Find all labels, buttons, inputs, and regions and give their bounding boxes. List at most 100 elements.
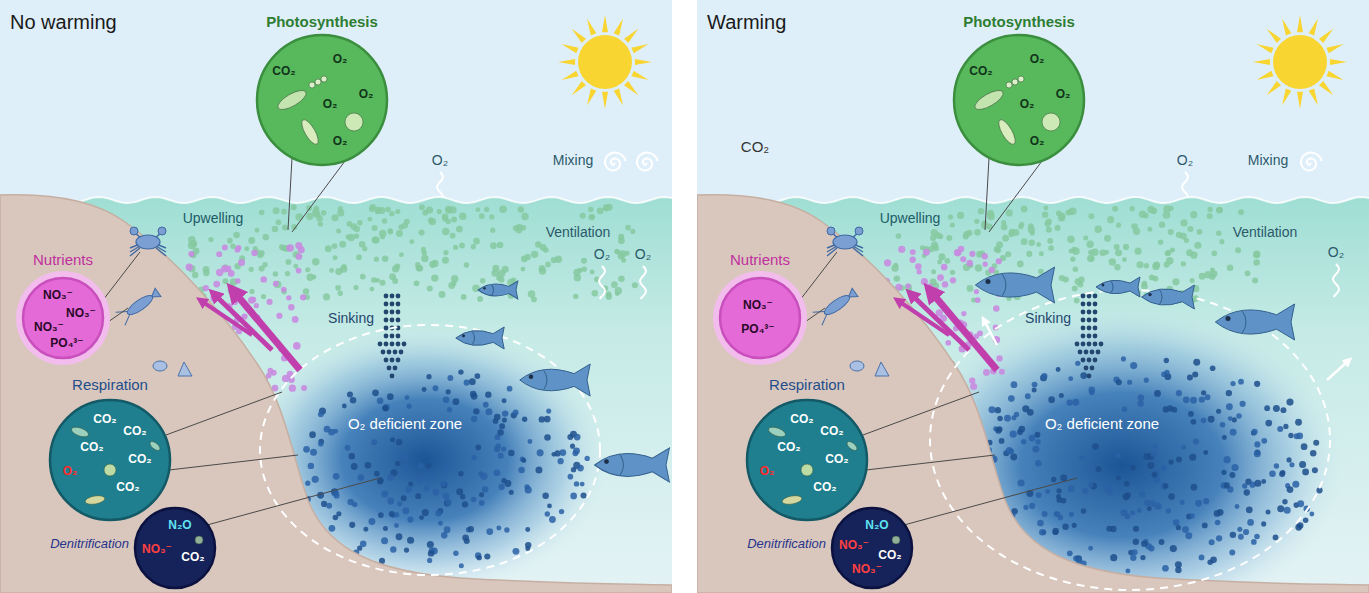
nutrient-dot xyxy=(982,253,988,259)
circle-heading: Photosynthesis xyxy=(266,13,378,30)
organic-matter-dot xyxy=(464,538,470,544)
organic-matter-dot xyxy=(525,486,532,493)
organic-matter-dot xyxy=(378,512,384,518)
phytoplankton-dot xyxy=(551,257,557,263)
phytoplankton-dot xyxy=(1046,227,1052,233)
wave-line xyxy=(697,197,1369,203)
nutrient-dot xyxy=(235,278,240,283)
organic-matter-dot xyxy=(513,410,519,416)
chemical-formula: NO₃⁻ xyxy=(43,289,73,303)
crab-claw xyxy=(827,227,835,235)
organic-matter-dot xyxy=(1229,472,1235,478)
sinking-particle xyxy=(1081,342,1086,347)
plankton-cell xyxy=(321,76,327,82)
phytoplankton-dot xyxy=(618,234,624,240)
fish-eye xyxy=(462,334,465,337)
sinking-particle xyxy=(1090,350,1095,355)
fish-eye xyxy=(483,287,486,290)
phytoplankton-dot xyxy=(524,254,530,260)
organic-matter-dot xyxy=(1164,358,1169,363)
chemical-formula: CO₂ xyxy=(123,425,146,439)
phytoplankton-dot xyxy=(1235,247,1241,253)
organic-matter-dot xyxy=(537,449,544,456)
organic-matter-dot xyxy=(446,389,451,394)
chemical-formula: N₂O xyxy=(865,519,888,533)
phytoplankton-dot xyxy=(1109,258,1116,265)
organic-matter-dot xyxy=(312,476,319,483)
organic-matter-dot xyxy=(1075,361,1080,366)
phytoplankton-dot xyxy=(394,264,400,270)
organic-matter-dot xyxy=(1041,373,1047,379)
phytoplankton-dot xyxy=(1073,266,1079,272)
crab xyxy=(130,227,166,256)
phytoplankton-dot xyxy=(1149,275,1155,281)
fish-gill xyxy=(620,455,623,475)
sinking-particle xyxy=(1078,350,1083,355)
sinking-particle xyxy=(390,310,395,315)
sinking-particle xyxy=(396,302,401,307)
organic-matter-dot xyxy=(1254,381,1260,387)
leader-line xyxy=(904,478,1077,525)
phytoplankton-dot xyxy=(896,233,902,239)
phytoplankton-dot xyxy=(948,215,953,220)
organic-matter-dot xyxy=(1082,488,1088,494)
phytoplankton-dot xyxy=(313,206,319,212)
leader-line xyxy=(863,392,979,435)
fish xyxy=(1142,285,1195,309)
organic-matter-dot xyxy=(1199,554,1205,560)
phytoplankton-dot xyxy=(305,267,310,272)
fish-body xyxy=(456,327,504,349)
sinking-particle xyxy=(1096,350,1101,355)
organic-matter-dot xyxy=(546,409,551,414)
sun xyxy=(558,15,652,109)
sinking-particle xyxy=(399,350,404,355)
organic-matter-dot xyxy=(1169,460,1174,465)
organic-matter-dot xyxy=(1215,520,1221,526)
shell xyxy=(875,362,889,376)
nutrient-dot xyxy=(292,316,299,323)
oxygen-squiggle xyxy=(1333,264,1339,297)
organic-matter-dot xyxy=(387,474,394,481)
nutrient-dot xyxy=(301,385,307,391)
phytoplankton-dot xyxy=(464,262,470,268)
phytoplankton-dot xyxy=(442,257,449,264)
sun-ray xyxy=(602,15,608,32)
organic-matter-dot xyxy=(485,408,492,415)
organic-matter-dot xyxy=(1172,407,1178,413)
phytoplankton-dot xyxy=(1072,286,1078,292)
organic-matter-dot xyxy=(1110,554,1117,561)
phytoplankton-dot xyxy=(581,258,587,264)
organic-matter-dot xyxy=(1121,356,1126,361)
organic-matter-dot xyxy=(502,417,507,422)
phytoplankton-dot xyxy=(528,290,536,298)
organic-matter-dot xyxy=(1069,512,1074,517)
circle-group xyxy=(832,508,912,588)
organic-matter-dot xyxy=(401,495,407,501)
organic-matter-dot xyxy=(1191,484,1198,491)
nutrient-dot xyxy=(286,295,291,300)
nutrient-dot xyxy=(286,244,294,252)
phytoplankton-dot xyxy=(1028,239,1034,245)
fish-body xyxy=(1096,277,1140,297)
phytoplankton-dot xyxy=(233,232,240,239)
sun-ray xyxy=(1253,59,1270,65)
phytoplankton-dot xyxy=(588,207,594,213)
organic-matter-dot xyxy=(521,458,526,463)
sinking-particle xyxy=(402,342,407,347)
phytoplankton-dot xyxy=(611,281,618,288)
organic-matter-dot xyxy=(1089,390,1094,395)
sun xyxy=(1253,15,1347,109)
organic-matter-dot xyxy=(1149,500,1156,507)
phytoplankton-dot xyxy=(190,240,197,247)
organic-matter-dot xyxy=(447,407,452,412)
phytoplankton-dot xyxy=(281,245,287,251)
organic-matter-dot xyxy=(321,501,327,507)
organic-matter-dot xyxy=(1163,483,1169,489)
crab-body xyxy=(833,235,857,249)
phytoplankton-dot xyxy=(329,268,334,273)
organic-matter-dot xyxy=(568,474,574,480)
organic-matter-dot xyxy=(371,439,377,445)
sinking-particle xyxy=(1084,366,1089,371)
organic-matter-dot xyxy=(1216,535,1222,541)
phytoplankton-dot xyxy=(1002,235,1009,242)
